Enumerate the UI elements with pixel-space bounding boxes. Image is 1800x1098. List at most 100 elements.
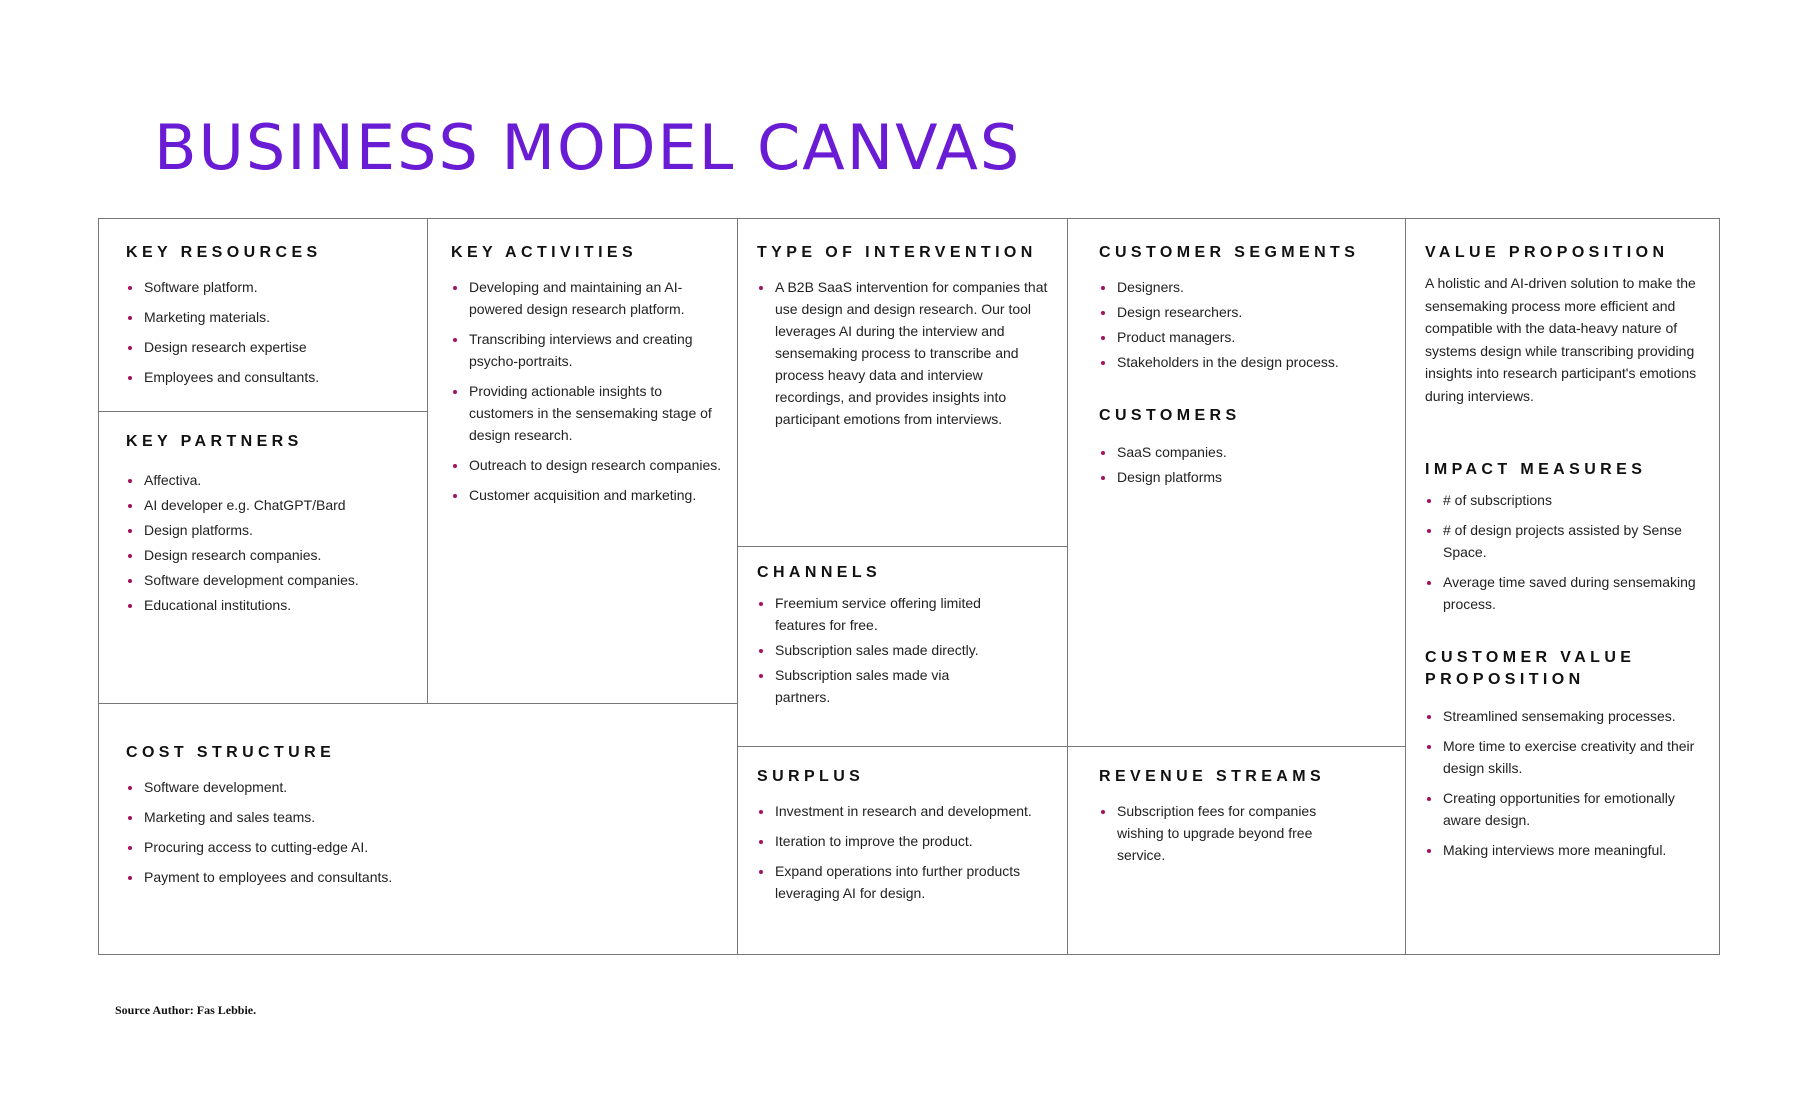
revenue-streams-heading: REVENUE STREAMS [1099,768,1326,785]
list-item: Providing actionable insights to custome… [451,380,725,446]
bullet-icon [759,649,763,653]
list-item: # of design projects assisted by Sense S… [1425,519,1699,563]
list-item: Developing and maintaining an AI-powered… [451,276,725,320]
bullet-icon [1101,451,1105,455]
list-item-text: Subscription fees for companies wishing … [1117,803,1317,863]
bullet-icon [1101,286,1105,290]
list-item-text: # of subscriptions [1443,492,1552,508]
list-item: # of subscriptions [1425,489,1699,511]
list-item: Design platforms. [126,519,401,541]
customer-segments-block: CUSTOMER SEGMENTS Designers. Design resea… [1068,219,1406,747]
bullet-icon [128,346,132,350]
list-item: Educational institutions. [126,594,401,616]
bullet-icon [1101,476,1105,480]
bullet-icon [1427,529,1431,533]
value-proposition-block: VALUE PROPOSITION A holistic and AI-driv… [1406,219,1719,954]
key-activities-list: Developing and maintaining an AI-powered… [451,276,725,506]
list-item: Subscription sales made via partners. [757,664,1007,708]
list-item-text: Average time saved during sensemaking pr… [1443,574,1696,612]
list-item: Marketing and sales teams. [126,806,717,828]
surplus-heading: SURPLUS [757,768,865,785]
bullet-icon [128,604,132,608]
bullet-icon [759,674,763,678]
list-item-text: Customer acquisition and marketing. [469,487,697,503]
list-item-text: Streamlined sensemaking processes. [1443,708,1676,724]
bullet-icon [1427,581,1431,585]
type-of-intervention-list: A B2B SaaS intervention for companies th… [757,276,1049,430]
bullet-icon [1101,311,1105,315]
list-item-text: Outreach to design research companies. [469,457,722,473]
bullet-icon [1101,361,1105,365]
list-item-text: Expand operations into further products … [775,863,1021,901]
bullet-icon [128,376,132,380]
list-item: Marketing materials. [126,306,401,328]
bullet-icon [453,286,457,290]
list-item-text: # of design projects assisted by Sense S… [1443,522,1682,560]
channels-heading: CHANNELS [757,564,882,581]
list-item: Payment to employees and consultants. [126,866,717,888]
bullet-icon [1101,336,1105,340]
surplus-block: SURPLUS Investment in research and devel… [738,747,1068,954]
bullet-icon [759,810,763,814]
list-item: Design researchers. [1099,301,1391,323]
bullet-icon [1427,745,1431,749]
key-partners-block: KEY PARTNERS Affectiva. AI developer e.g.… [99,412,428,704]
list-item-text: Freemium service offering limited featur… [775,595,981,633]
cost-structure-block: COST STRUCTURE Software development.Mark… [99,704,738,954]
list-item-text: Providing actionable insights to custome… [469,383,712,443]
list-item: Average time saved during sensemaking pr… [1425,571,1699,615]
list-item: Outreach to design research companies. [451,454,725,476]
customer-value-proposition-list: Streamlined sensemaking processes. More t… [1425,705,1699,861]
bullet-icon [128,504,132,508]
channels-block: CHANNELS Freemium service offering limit… [738,547,1068,747]
customers-heading: CUSTOMERS [1099,407,1241,424]
value-proposition-text: A holistic and AI-driven solution to mak… [1425,275,1697,404]
key-partners-list: Affectiva. AI developer e.g. ChatGPT/Bard… [126,469,401,616]
list-item: Iteration to improve the product. [757,830,1047,852]
impact-measures-list: # of subscriptions # of design projects a… [1425,489,1699,615]
list-item: Software development. [126,776,717,798]
business-model-canvas: KEY RESOURCES Software platform.Marketin… [98,218,1720,955]
list-item-text: Investment in research and development. [775,803,1032,819]
list-item: AI developer e.g. ChatGPT/Bard [126,494,401,516]
customer-segments-list: Designers.Design researchers.Product man… [1099,276,1391,373]
list-item-text: AI developer e.g. ChatGPT/Bard [144,497,346,513]
surplus-list: Investment in research and development. I… [757,800,1047,904]
list-item: Subscription fees for companies wishing … [1099,800,1355,866]
source-credit: Source Author: Fas Lebbie. [115,1003,257,1017]
list-item-text: Design research companies. [144,547,322,563]
list-item-text: More time to exercise creativity and the… [1443,738,1695,776]
list-item: Affectiva. [126,469,401,491]
list-item: Subscription sales made directly. [757,639,1007,661]
list-item-text: SaaS companies. [1117,444,1227,460]
list-item-text: Stakeholders in the design process. [1117,354,1339,370]
list-item: More time to exercise creativity and the… [1425,735,1699,779]
bullet-icon [1101,810,1105,814]
value-proposition-heading: VALUE PROPOSITION [1425,244,1669,261]
list-item-text: Design research expertise [144,339,307,355]
list-item: Design research companies. [126,544,401,566]
channels-list: Freemium service offering limited featur… [757,592,1007,708]
list-item-text: Employees and consultants. [144,369,320,385]
customer-segments-heading: CUSTOMER SEGMENTS [1099,244,1360,261]
list-item: Making interviews more meaningful. [1425,839,1699,861]
bullet-icon [759,286,763,290]
bullet-icon [128,554,132,558]
list-item-text: Designers. [1117,279,1184,295]
bullet-icon [759,602,763,606]
revenue-streams-list: Subscription fees for companies wishing … [1099,800,1355,866]
key-activities-heading: KEY ACTIVITIES [451,244,638,261]
key-partners-heading: KEY PARTNERS [126,433,303,450]
list-item-text: A B2B SaaS intervention for companies th… [775,279,1048,427]
list-item-text: Software platform. [144,279,258,295]
type-of-intervention-block: TYPE OF INTERVENTION A B2B SaaS interven… [738,219,1068,547]
bullet-icon [453,390,457,394]
bullet-icon [128,316,132,320]
list-item-text: Design researchers. [1117,304,1243,320]
list-item: Freemium service offering limited featur… [757,592,1007,636]
list-item: Design platforms [1099,466,1391,488]
list-item: Stakeholders in the design process. [1099,351,1391,373]
bullet-icon [128,479,132,483]
bullet-icon [128,876,132,880]
cost-structure-list: Software development. Marketing and sales… [126,776,717,888]
